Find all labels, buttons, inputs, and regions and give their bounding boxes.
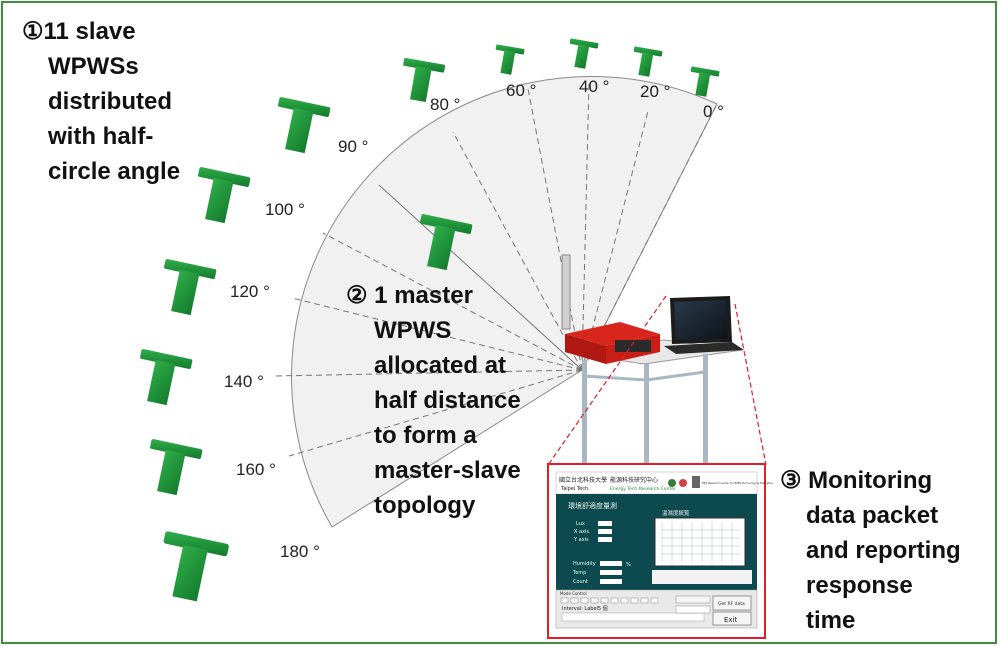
gui-chart-grid — [661, 522, 740, 562]
caption-slaves-line: circle angle — [48, 158, 181, 185]
caption-master-line: ② 1 master — [346, 282, 473, 309]
gui-logo-line2: Taipei Tech. — [560, 486, 590, 492]
monitoring-gui-screenshot: 國立台北科技大學 Taipei Tech. 能源科技研究中心 Energy Te… — [547, 463, 773, 639]
angle-label-80: 80 ° — [430, 95, 460, 114]
gui-field-lux: Lux — [576, 521, 585, 527]
caption-master-line: topology — [374, 492, 476, 519]
slave-sensor-90 — [278, 97, 331, 154]
angle-label-60: 60 ° — [506, 81, 536, 100]
angle-label-40: 40 ° — [579, 77, 609, 96]
slave-sensor-180 — [163, 531, 229, 602]
angle-label-20: 20 ° — [640, 82, 670, 101]
gui-graph-title: 溫濕度統覧 — [662, 509, 690, 517]
gui-get-rf-button: Get RF data — [718, 601, 745, 607]
angle-label-0: 0 ° — [703, 102, 724, 121]
caption-master: ② 1 master WPWS allocated at half distan… — [346, 278, 521, 523]
slave-sensor-40 — [569, 38, 599, 69]
gui-mode-label: Mode Control — [560, 591, 587, 596]
caption-monitor: ③ Monitoring data packet and reporting r… — [780, 463, 961, 638]
caption-monitor-line: response — [806, 572, 913, 599]
caption-monitor-line: and reporting — [806, 537, 961, 564]
caption-slaves: ①11 slave WPWSs distributed with half- c… — [22, 14, 180, 189]
caption-master-line: WPWS — [374, 317, 452, 344]
gui-center-line1: 能源科技研究中心 — [610, 476, 658, 484]
caption-slaves-line: ①11 slave — [22, 18, 136, 45]
caption-slaves-line: with half- — [48, 123, 154, 150]
caption-master-line: to form a — [374, 422, 477, 449]
gui-logo-line1: 國立台北科技大學 — [559, 476, 607, 484]
caption-master-line: master-slave — [374, 457, 521, 484]
angle-lines — [275, 80, 718, 457]
caption-master-line: half distance — [374, 387, 521, 414]
gui-percent: % — [626, 562, 631, 568]
angle-label-180: 180 ° — [280, 542, 320, 561]
gui-interval-label: Interval: Label5 個 — [562, 605, 608, 612]
angle-label-120: 120 ° — [230, 282, 270, 301]
slave-sensor-0 — [690, 66, 720, 97]
slave-sensor-120 — [164, 259, 217, 316]
caption-monitor-line: time — [806, 607, 856, 634]
caption-monitor-line: ③ Monitoring — [780, 467, 933, 494]
laptop — [664, 296, 744, 354]
slave-sensor-60 — [495, 44, 525, 75]
gui-title: 環境舒適度量測 — [568, 501, 617, 510]
caption-monitor-line: data packet — [806, 502, 939, 529]
gui-field-humidity: Humidity — [573, 561, 596, 567]
gui-center-line2: Energy Tech Research Center — [610, 486, 676, 492]
master-wpws-device — [561, 254, 660, 364]
gui-exit-button: Exit — [724, 616, 738, 624]
slave-sensor-100 — [198, 167, 251, 224]
half-circle-coverage — [291, 75, 718, 528]
gui-field-temp: Temp — [572, 570, 586, 576]
gui-field-count: Count — [573, 579, 588, 585]
slave-sensor-160 — [150, 439, 203, 496]
slave-sensor-20 — [633, 46, 663, 77]
caption-slaves-line: distributed — [48, 88, 172, 115]
gui-field-x: X axis — [574, 529, 589, 535]
slave-sensor-140 — [140, 349, 193, 406]
angle-label-90: 90 ° — [338, 137, 368, 156]
callout-lines — [547, 295, 767, 466]
gui-partner-text: BPS Research Center for BPES Technology … — [702, 481, 773, 485]
gui-field-y: Y axis — [573, 537, 589, 543]
caption-master-line: allocated at — [374, 352, 507, 379]
caption-slaves-line: WPWSs — [48, 53, 139, 80]
angle-label-140: 140 ° — [224, 372, 264, 391]
angle-label-100: 100 ° — [265, 200, 305, 219]
slave-sensor-inner — [420, 214, 473, 271]
slave-sensor-80 — [403, 57, 446, 103]
angle-label-160: 160 ° — [236, 460, 276, 479]
